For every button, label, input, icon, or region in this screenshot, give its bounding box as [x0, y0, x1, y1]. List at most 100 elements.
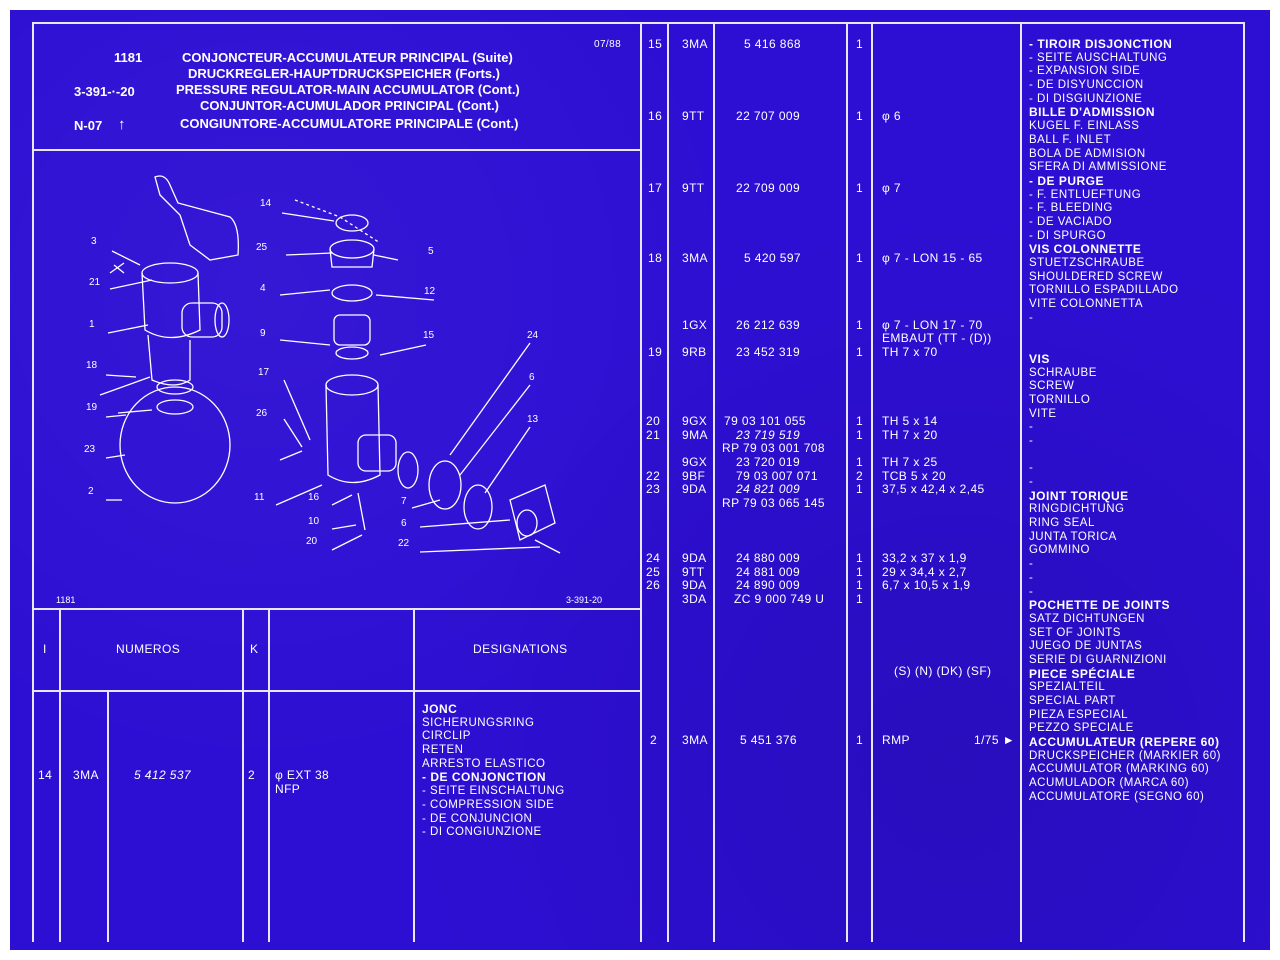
callout-17: 17 [258, 367, 270, 378]
row-25-spec: 29 x 34,4 x 2,7 [882, 565, 967, 579]
left-desc-line: ARRESTO ELASTICO [422, 757, 546, 770]
callout-9: 9 [260, 328, 266, 339]
row-22-qty: 2 [856, 469, 864, 483]
right-descriptions: - TIROIR DISJONCTION - SEITE AUSCHALTUNG… [1029, 37, 1221, 805]
desc-line: PEZZO SPECIALE [1029, 722, 1134, 735]
callout-14: 14 [260, 198, 272, 209]
desc-line: BALL F. INLET [1029, 133, 1112, 146]
desc-line: JUEGO DE JUNTAS [1029, 640, 1143, 653]
left-row-spec2: NFP [275, 782, 301, 796]
row-21b-code: 9GX [682, 455, 708, 469]
callout-13: 13 [527, 414, 539, 425]
desc-line: - DI SPURGO [1029, 229, 1107, 242]
right-col-line-4 [871, 22, 873, 942]
col-header-numeros: NUMEROS [116, 642, 181, 656]
left-col-line-4 [268, 608, 270, 942]
row-21-rp-number: RP 79 03 001 708 [722, 441, 825, 455]
row-18b-qty: 1 [856, 318, 864, 332]
desc-line: KUGEL F. EINLASS [1029, 120, 1140, 133]
divider-header [32, 149, 642, 151]
desc-line: - DE DISYUNCCION [1029, 79, 1144, 92]
row-22-spec: TCB 5 x 20 [882, 469, 947, 483]
left-desc-line: - DE CONJUNCION [422, 812, 533, 825]
header-title-de: DRUCKREGLER-HAUPTDRUCKSPEICHER (Forts.) [188, 66, 500, 81]
right-col-line-3 [846, 22, 848, 942]
header-ref-n07: N-07 [74, 118, 103, 133]
callout-21: 21 [89, 277, 101, 288]
header-ref-1181: 1181 [114, 50, 143, 65]
frame-right [1243, 22, 1245, 942]
diagram-footer-left: 1181 [56, 595, 76, 605]
desc-line: VIS [1029, 351, 1050, 366]
row-2-qty: 1 [856, 733, 864, 747]
row-20-spec: TH 5 x 14 [882, 414, 938, 428]
row-kit-number: ZC 9 000 749 U [734, 592, 825, 606]
callout-6-bottom: 6 [401, 518, 407, 529]
callout-5: 5 [428, 246, 434, 257]
desc-line: - DI DISGIUNZIONE [1029, 92, 1143, 105]
row-16-number: 22 707 009 [736, 109, 801, 123]
row-19-index: 19 [648, 345, 663, 359]
row-19-spec: TH 7 x 70 [882, 345, 938, 359]
row-17-number: 22 709 009 [736, 181, 801, 195]
row-20-index: 20 [646, 414, 661, 428]
row-17-index: 17 [648, 181, 663, 195]
desc-line: - [1029, 558, 1034, 571]
desc-line: - [1029, 476, 1034, 488]
row-20-number: 79 03 101 055 [724, 414, 806, 428]
row-15-qty: 1 [856, 37, 864, 51]
row-2-number: 5 451 376 [740, 733, 797, 747]
desc-line: TORNILLO [1029, 393, 1091, 406]
left-desc-line: - SEITE EINSCHALTUNG [422, 785, 565, 798]
left-desc-line: SICHERUNGSRING [422, 716, 535, 729]
row-23-code: 9DA [682, 482, 707, 496]
frame-left [32, 22, 34, 942]
desc-line: ACUMULADOR (MARCA 60) [1029, 777, 1190, 790]
desc-line [1029, 325, 1221, 339]
desc-line: TORNILLO ESPADILLADO [1029, 284, 1179, 297]
row-26-spec: 6,7 x 10,5 x 1,9 [882, 578, 971, 592]
row-23-index: 23 [646, 482, 661, 496]
desc-line: JUNTA TORICA [1029, 530, 1117, 543]
left-col-line-3 [242, 608, 244, 942]
desc-line: ACCUMULATOR (MARKING 60) [1029, 763, 1210, 776]
header-title-it: CONGIUNTORE-ACCUMULATORE PRINCIPALE (Con… [180, 116, 519, 131]
desc-line: SATZ DICHTUNGEN [1029, 612, 1145, 625]
row-24-code: 9DA [682, 551, 707, 565]
diagram-footer-right: 3-391-20 [566, 595, 603, 605]
callout-18: 18 [86, 360, 98, 371]
row-23-spec: 37,5 x 42,4 x 2,45 [882, 482, 985, 496]
row-17-spec: φ 7 [882, 181, 901, 195]
row-25-index: 25 [646, 565, 661, 579]
row-18-spec: φ 7 - LON 15 - 65 [882, 251, 983, 265]
row-18b-spec: φ 7 - LON 17 - 70 [882, 318, 983, 332]
row-25-qty: 1 [856, 565, 864, 579]
desc-line [1029, 449, 1221, 463]
row-15-number: 5 416 868 [744, 37, 801, 51]
callout-3: 3 [91, 236, 97, 247]
row-18-qty: 1 [856, 251, 864, 265]
row-21b-spec: TH 7 x 25 [882, 455, 938, 469]
header-date: 07/88 [594, 39, 622, 50]
desc-line: SFERA DI AMMISSIONE [1029, 161, 1167, 174]
row-26-code: 9DA [682, 578, 707, 592]
header-title-en: PRESSURE REGULATOR-MAIN ACCUMULATOR (Con… [176, 82, 520, 97]
desc-line: GOMMINO [1029, 544, 1090, 557]
header-ref-group: 3-391-·-20 [74, 84, 135, 99]
divider-table-header [32, 690, 642, 692]
desc-line: VITE COLONNETTA [1029, 298, 1143, 311]
left-col-line-1 [59, 608, 61, 942]
row-24-qty: 1 [856, 551, 864, 565]
right-col-line-5 [1020, 22, 1022, 942]
desc-line: - F. BLEEDING [1029, 202, 1113, 215]
desc-line: SPECIAL PART [1029, 695, 1116, 707]
callout-12: 12 [424, 286, 436, 297]
desc-line: - DE PURGE [1029, 173, 1105, 188]
row-21-number: 23 719 519 [736, 428, 801, 442]
row-18b-spec2: EMBAUT (TT - (D)) [882, 331, 992, 345]
desc-line: RING SEAL [1029, 517, 1095, 530]
header-title-fr: CONJONCTEUR-ACCUMULATEUR PRINCIPAL (Suit… [182, 50, 513, 65]
left-desc-line: JONC [422, 702, 458, 716]
row-19-code: 9RB [682, 345, 707, 359]
callout-11: 11 [254, 492, 265, 503]
